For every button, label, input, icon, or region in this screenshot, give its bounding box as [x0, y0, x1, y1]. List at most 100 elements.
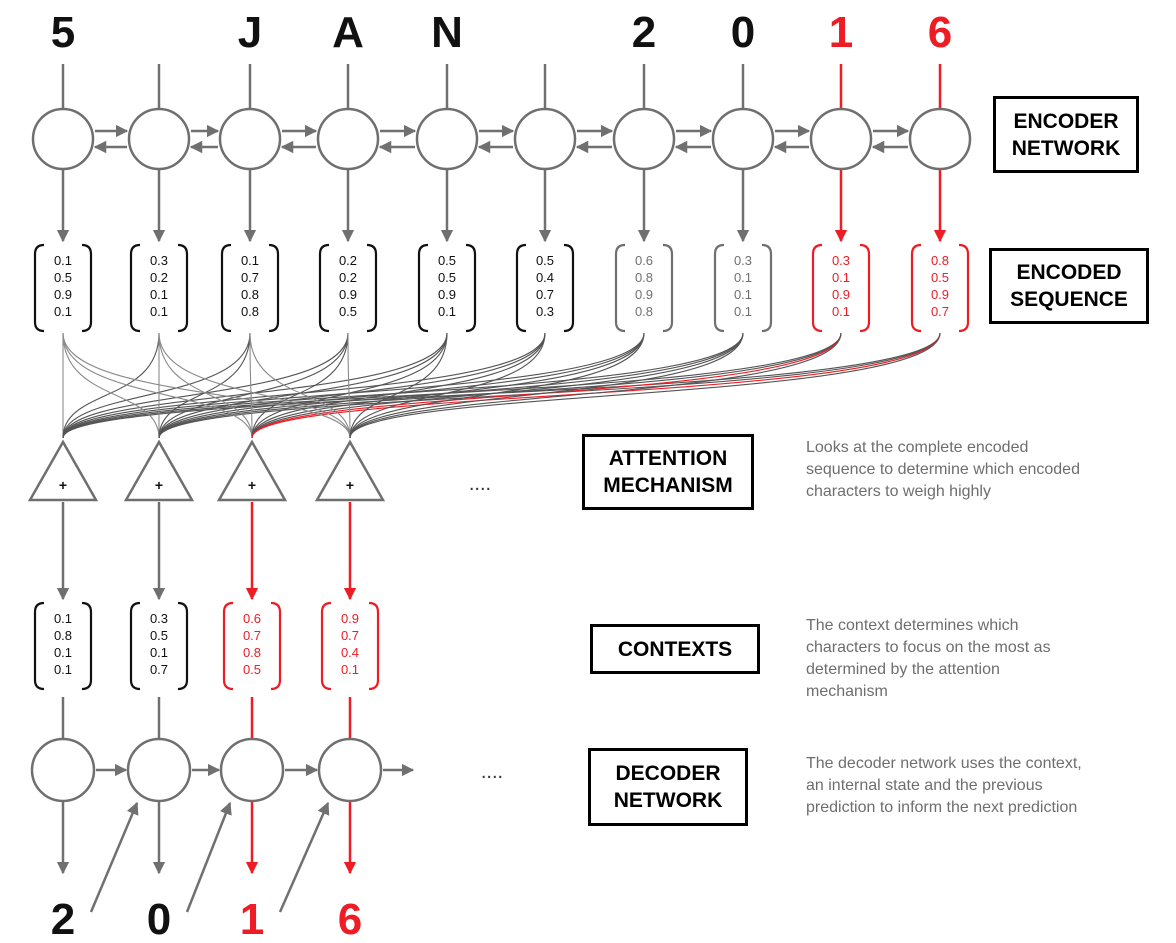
output-char: 6 [338, 895, 362, 943]
vector-value: 0.3 [734, 253, 752, 268]
vector-value: 0.1 [341, 662, 359, 677]
encoded-vector: 0.1 0.5 0.9 0.1 [33, 243, 93, 333]
vector-value: 0.9 [635, 287, 653, 302]
vector-value: 0.8 [243, 645, 261, 660]
vector-value: 0.6 [243, 611, 261, 626]
right-bracket [465, 243, 477, 333]
right-bracket [662, 243, 674, 333]
vector-value: 0.9 [54, 287, 72, 302]
encoder-label-line-1: ENCODER [1013, 109, 1119, 133]
vector-value: 0.1 [150, 287, 168, 302]
encoder-node [513, 107, 577, 171]
attention-desc-line-1: Looks at the complete encoded [806, 439, 1029, 456]
vector-value: 0.7 [243, 628, 261, 643]
arrows [56, 64, 947, 913]
left-bracket [318, 243, 330, 333]
left-bracket [320, 601, 332, 691]
attention-link [62, 332, 160, 439]
attention-link [251, 332, 349, 439]
encoded-vector: 0.3 0.2 0.1 0.1 [129, 243, 189, 333]
encoder-node [415, 107, 479, 171]
encoded-vector: 0.50.50.90.1 [417, 243, 477, 333]
encoder-node [711, 107, 775, 171]
context-vector: 0.10.80.10.1 [33, 601, 93, 691]
attention-sum-node [123, 439, 195, 502]
decoder-node [126, 737, 192, 803]
encoder-network-label: ENCODER NETWORK [993, 96, 1139, 173]
vector-value: 0.4 [341, 645, 359, 660]
encoder-node [908, 107, 972, 171]
encoder-node [31, 107, 95, 171]
attention-link [349, 332, 645, 439]
vector-value: 0.1 [832, 304, 850, 319]
decoder-ellipsis: .... [481, 761, 503, 783]
attention-desc-line-2: sequence to determine which encoded [806, 461, 1080, 478]
vector-value: 0.7 [150, 662, 168, 677]
vector-value: 0.2 [150, 270, 168, 285]
right-bracket [366, 243, 378, 333]
context-vector: 0.60.70.80.5 [222, 601, 282, 691]
encoder-node [218, 107, 282, 171]
input-char: 2 [632, 8, 656, 57]
vector-value: 0.1 [734, 270, 752, 285]
decoder-desc-line-2: an internal state and the previous [806, 777, 1043, 794]
decoder-label-line-1: DECODER [615, 762, 721, 785]
left-bracket [713, 243, 725, 333]
attention-sum-node [314, 439, 386, 502]
left-bracket [220, 243, 232, 333]
contexts-desc-line-3: determined by the attention [806, 661, 1000, 678]
vector-value: 0.1 [54, 253, 72, 268]
vector-value: 0.5 [54, 270, 72, 285]
left-bracket [33, 243, 45, 333]
right-bracket [81, 243, 93, 333]
vector-value: 0.1 [241, 253, 259, 268]
left-bracket [614, 243, 626, 333]
vector-value: 0.1 [734, 287, 752, 302]
vector-value: 0.1 [54, 645, 72, 660]
vector-value: 0.2 [339, 253, 357, 268]
decoder-node [30, 737, 96, 803]
left-bracket [222, 601, 234, 691]
right-bracket [270, 601, 282, 691]
prediction-feedback-arrow [89, 801, 139, 913]
input-char: 0 [731, 8, 755, 57]
right-bracket [563, 243, 575, 333]
vector-value: 0.9 [438, 287, 456, 302]
attention-ellipsis: .... [469, 473, 491, 495]
contexts-label-text: CONTEXTS [617, 637, 733, 661]
attention-link [158, 332, 351, 439]
attention-link [349, 332, 941, 439]
contexts-label: CONTEXTS [590, 624, 760, 674]
attention-link [158, 332, 448, 439]
attention-link [158, 332, 546, 439]
output-char: 1 [240, 895, 264, 943]
left-bracket [515, 243, 527, 333]
encoder-node [809, 107, 873, 171]
encoded-label-line-1: ENCODED [1016, 261, 1122, 284]
right-bracket [859, 243, 871, 333]
vector-value: 0.3 [150, 611, 168, 626]
encoder-label-line-2: NETWORK [1011, 136, 1121, 160]
vector-value: 0.1 [150, 304, 168, 319]
attention-link [349, 332, 744, 439]
left-bracket [910, 243, 922, 333]
right-bracket [81, 601, 93, 691]
attention-sum-node [216, 439, 288, 502]
encoded-label-line-2: SEQUENCE [1010, 288, 1128, 311]
plus-sign: + [59, 477, 67, 493]
attention-link [158, 332, 251, 439]
attention-sum-node [27, 439, 99, 502]
vector-value: 0.3 [150, 253, 168, 268]
attention-link [62, 332, 448, 439]
encoded-sequence-label: ENCODED SEQUENCE [989, 248, 1149, 324]
vector-value: 0.1 [54, 304, 72, 319]
vector-value: 0.8 [241, 304, 259, 319]
attention-link [251, 332, 941, 439]
input-char: A [332, 8, 364, 57]
encoded-vector: 0.60.80.90.8 [614, 243, 674, 333]
left-bracket [129, 243, 141, 333]
vector-value: 0.3 [832, 253, 850, 268]
left-bracket [33, 601, 45, 691]
encoded-vector: 0.30.10.90.1 [811, 243, 871, 333]
